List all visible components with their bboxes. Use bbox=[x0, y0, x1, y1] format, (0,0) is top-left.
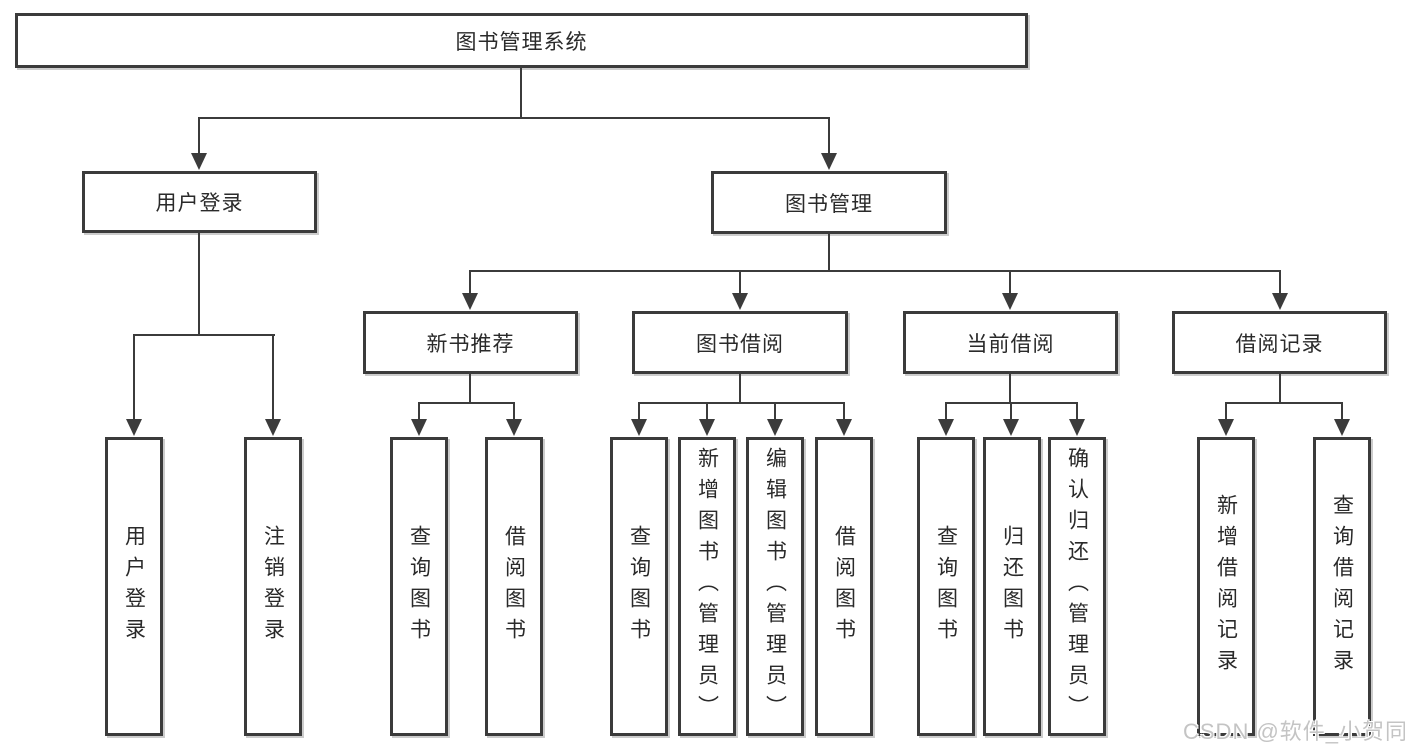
connector-stem bbox=[739, 374, 741, 404]
leaf-query-books-borrowing: 查询图书 bbox=[610, 437, 668, 736]
node-new-book-recommend: 新书推荐 bbox=[363, 311, 578, 374]
leaf-label: 编辑图书（管理员） bbox=[763, 447, 787, 726]
connector-drop-level2 bbox=[469, 270, 471, 298]
leaf-label: 用户登录 bbox=[122, 524, 146, 649]
connector-book-management-stem bbox=[828, 234, 830, 272]
node-root: 图书管理系统 bbox=[15, 13, 1028, 68]
node-user-login: 用户登录 bbox=[82, 171, 317, 233]
connector-rail bbox=[418, 402, 515, 404]
leaf-label: 查询图书 bbox=[934, 524, 958, 649]
leaf-add-books-admin: 新增图书（管理员） bbox=[678, 437, 736, 736]
connector-drop-book-management bbox=[828, 117, 830, 157]
arrowhead bbox=[631, 419, 647, 436]
connector-level2-rail bbox=[469, 270, 1281, 272]
arrowhead bbox=[191, 153, 207, 170]
leaf-logout-login: 注销登录 bbox=[244, 437, 302, 736]
leaf-label: 查询图书 bbox=[627, 524, 651, 649]
arrowhead bbox=[1069, 419, 1085, 436]
arrowhead bbox=[265, 419, 281, 436]
leaf-return-books: 归还图书 bbox=[983, 437, 1041, 736]
node-current-borrowing: 当前借阅 bbox=[903, 311, 1118, 374]
arrowhead bbox=[1002, 293, 1018, 310]
connector-drop-leaf bbox=[843, 402, 845, 424]
connector-drop-leaf bbox=[133, 334, 135, 424]
leaf-borrow-books-borrowing: 借阅图书 bbox=[815, 437, 873, 736]
leaf-label: 新增图书（管理员） bbox=[695, 447, 719, 726]
connector-drop-leaf bbox=[1010, 402, 1012, 424]
connector-drop-leaf bbox=[945, 402, 947, 424]
arrowhead bbox=[1334, 419, 1350, 436]
connector-drop-user-login bbox=[198, 117, 200, 157]
connector-stem bbox=[469, 374, 471, 404]
leaf-edit-books-admin: 编辑图书（管理员） bbox=[746, 437, 804, 736]
arrowhead bbox=[462, 293, 478, 310]
connector-drop-leaf bbox=[1076, 402, 1078, 424]
leaf-label: 新增借阅记录 bbox=[1214, 493, 1238, 680]
arrowhead bbox=[1218, 419, 1234, 436]
arrowhead bbox=[699, 419, 715, 436]
arrowhead bbox=[126, 419, 142, 436]
connector-drop-leaf bbox=[513, 402, 515, 424]
connector-drop-leaf bbox=[774, 402, 776, 424]
connector-drop-level2 bbox=[739, 270, 741, 298]
leaf-label: 注销登录 bbox=[261, 524, 285, 649]
leaf-label: 归还图书 bbox=[1000, 524, 1024, 649]
node-book-borrowing: 图书借阅 bbox=[632, 311, 848, 374]
arrowhead bbox=[938, 419, 954, 436]
arrowhead bbox=[506, 419, 522, 436]
connector-drop-leaf bbox=[706, 402, 708, 424]
leaf-query-books-current: 查询图书 bbox=[917, 437, 975, 736]
node-book-management: 图书管理 bbox=[711, 171, 947, 234]
connector-level1-rail bbox=[198, 117, 830, 119]
leaf-confirm-return-admin: 确认归还（管理员） bbox=[1048, 437, 1106, 736]
leaf-label: 借阅图书 bbox=[502, 524, 526, 649]
leaf-label: 查询借阅记录 bbox=[1330, 493, 1354, 680]
leaf-add-borrow-record: 新增借阅记录 bbox=[1197, 437, 1255, 736]
leaf-borrow-books-recommend: 借阅图书 bbox=[485, 437, 543, 736]
connector-drop-level2 bbox=[1279, 270, 1281, 298]
connector-stem bbox=[1279, 374, 1281, 404]
connector-drop-leaf bbox=[1341, 402, 1343, 424]
connector-user-login-stem bbox=[198, 233, 200, 336]
connector-user-login-rail bbox=[133, 334, 275, 336]
leaf-query-borrow-record: 查询借阅记录 bbox=[1313, 437, 1371, 736]
leaf-label: 借阅图书 bbox=[832, 524, 856, 649]
leaf-label: 查询图书 bbox=[407, 524, 431, 649]
leaf-query-books-recommend: 查询图书 bbox=[390, 437, 448, 736]
connector-drop-leaf bbox=[418, 402, 420, 424]
connector-stem bbox=[1009, 374, 1011, 404]
connector-drop-leaf bbox=[638, 402, 640, 424]
leaf-label: 确认归还（管理员） bbox=[1065, 447, 1089, 726]
arrowhead bbox=[767, 419, 783, 436]
arrowhead bbox=[1272, 293, 1288, 310]
connector-root-stem bbox=[520, 68, 522, 119]
arrowhead bbox=[821, 153, 837, 170]
connector-rail bbox=[638, 402, 845, 404]
csdn-watermark: CSDN @软件_小贺同学 bbox=[1183, 719, 1405, 744]
arrowhead bbox=[836, 419, 852, 436]
arrowhead bbox=[411, 419, 427, 436]
arrowhead bbox=[732, 293, 748, 310]
connector-rail bbox=[1225, 402, 1343, 404]
leaf-user-login: 用户登录 bbox=[105, 437, 163, 736]
connector-drop-leaf bbox=[272, 334, 274, 424]
connector-drop-leaf bbox=[1225, 402, 1227, 424]
node-borrowing-records: 借阅记录 bbox=[1172, 311, 1387, 374]
connector-drop-level2 bbox=[1009, 270, 1011, 298]
arrowhead bbox=[1003, 419, 1019, 436]
